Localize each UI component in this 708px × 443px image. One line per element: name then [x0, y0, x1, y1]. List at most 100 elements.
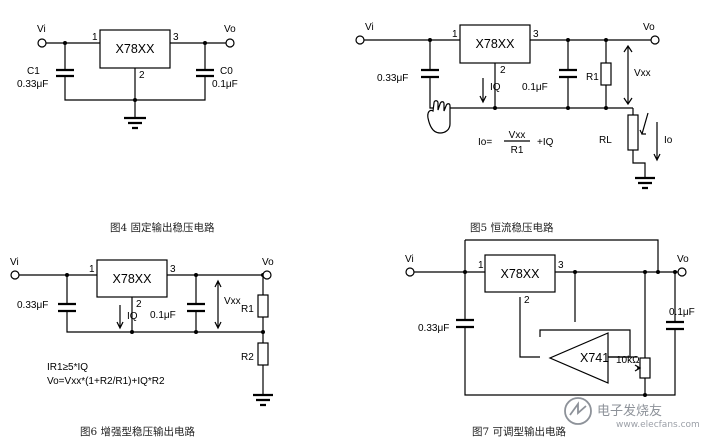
watermark-logo-icon [564, 397, 592, 425]
potentiometer [639, 357, 651, 379]
figure-6-enhanced-output-circuit: X78XX 1 3 2 Vi Vo 0.33μF 0.1μF IQ Vxx R1… [10, 257, 274, 407]
ground-symbol [635, 176, 655, 190]
regulator-block [96, 259, 168, 298]
vi-terminal [37, 38, 47, 48]
figure-4-fixed-output-circuit: X78XX 1 3 2 Vi Vo C1 0.33μF C0 0.1μF [17, 24, 238, 130]
formula-lhs: Io= [478, 137, 492, 148]
vo-label: Vo [677, 254, 689, 265]
pin-2-label: 2 [500, 65, 506, 76]
vi-label: Vi [365, 22, 374, 33]
pin-1-label: 1 [92, 32, 98, 43]
pin-3-label: 3 [173, 32, 179, 43]
pin-3-label: 3 [170, 264, 176, 275]
c1-name: C1 [27, 66, 40, 77]
iq-arrow [479, 78, 487, 104]
vo-terminal [225, 38, 235, 48]
input-capacitor [421, 68, 439, 79]
vi-terminal [10, 270, 20, 280]
output-capacitor [187, 302, 205, 313]
figure-7-caption: 图7 可调型输出电路 [472, 425, 567, 438]
output-capacitor [559, 68, 577, 79]
vo-label: Vo [643, 22, 655, 33]
output-cap-value: 0.1μF [669, 307, 695, 318]
watermark-url: www.elecfans.com [616, 420, 700, 430]
pin-3-label: 3 [533, 29, 539, 40]
vo-label: Vo [224, 24, 236, 35]
pin-2-label: 2 [524, 295, 530, 306]
watermark: 电子发烧友 www.elecfans.com [564, 397, 700, 430]
regulator-block [484, 254, 556, 293]
input-cap-value: 0.33μF [377, 73, 408, 84]
ground-symbol [253, 393, 273, 407]
input-capacitor [456, 318, 474, 329]
watermark-text: 电子发烧友 [597, 403, 662, 419]
hand-cursor-icon [427, 100, 451, 134]
output-cap-value: 0.1μF [522, 82, 548, 93]
rl-label: RL [599, 135, 612, 146]
equation-1: IR1≥5*IQ [47, 362, 88, 373]
vxx-label: Vxx [634, 68, 651, 79]
iq-label: IQ [490, 82, 501, 93]
rl-load-resistor [627, 114, 639, 151]
regulator-label: X78XX [113, 272, 153, 286]
formula-rhs: +IQ [537, 137, 554, 148]
vo-terminal [262, 270, 272, 280]
output-cap-value: 0.1μF [150, 310, 176, 321]
c1-value: 0.33μF [17, 79, 48, 90]
pot-wiper-arrow [634, 364, 642, 372]
r1-label: R1 [241, 304, 254, 315]
output-capacitor [666, 320, 684, 331]
vxx-label: Vxx [224, 296, 241, 307]
figure-4-caption: 图4 固定输出稳压电路 [110, 221, 215, 234]
regulator-label: X78XX [116, 42, 156, 56]
input-cap-value: 0.33μF [17, 300, 48, 311]
c0-value: 0.1μF [212, 79, 238, 90]
regulator-block [99, 29, 171, 69]
vo-label: Vo [262, 257, 274, 268]
ground-symbol [124, 116, 146, 130]
r1-resistor [600, 62, 612, 86]
io-arrow [653, 122, 661, 162]
figure-5-caption: 图5 恒流稳压电路 [470, 221, 554, 234]
opamp-triangle [548, 332, 609, 384]
figure-7-adjustable-output-circuit: X78XX 1 3 2 X741 Vi Vo 0.33μF 0.1μF 10kΩ [405, 239, 695, 397]
rl-wiper-arrow [639, 112, 649, 135]
r1-label: R1 [586, 72, 599, 83]
r1-resistor [257, 294, 269, 318]
vi-terminal [355, 35, 365, 45]
pin-1-label: 1 [89, 264, 95, 275]
regulator-block [459, 24, 531, 64]
formula-numerator: Vxx [509, 130, 526, 141]
figure-5-constant-current-circuit: X78XX 1 3 2 Vi Vo 0.33μF 0.1μF R1 Vxx IQ… [355, 22, 673, 190]
io-label: Io [664, 135, 673, 146]
input-capacitor [58, 302, 76, 313]
iq-arrow [116, 305, 124, 330]
formula-denominator: R1 [511, 145, 524, 156]
pin-1-label: 1 [452, 29, 458, 40]
pin-1-label: 1 [478, 260, 484, 271]
iq-label: IQ [127, 311, 138, 322]
pin-2-label: 2 [139, 70, 145, 81]
r2-resistor [257, 342, 269, 366]
vo-terminal [650, 35, 660, 45]
c0-capacitor [196, 68, 214, 78]
pin-2-label: 2 [136, 299, 142, 310]
vi-terminal [405, 267, 415, 277]
vi-label: Vi [10, 257, 19, 268]
equation-2: Vo=Vxx*(1+R2/R1)+IQ*R2 [47, 376, 165, 387]
vxx-arrow [214, 279, 222, 330]
r2-label: R2 [241, 352, 254, 363]
regulator-label: X78XX [501, 267, 541, 281]
c1-capacitor [56, 68, 74, 78]
regulator-label: X78XX [476, 37, 516, 51]
pin-3-label: 3 [558, 260, 564, 271]
input-cap-value: 0.33μF [418, 323, 449, 334]
vi-label: Vi [405, 254, 414, 265]
vxx-arrow [623, 44, 633, 106]
pot-value-label: 10kΩ [616, 355, 640, 366]
figure-6-caption: 图6 增强型稳压输出电路 [80, 425, 196, 438]
vi-label: Vi [37, 24, 46, 35]
c0-name: C0 [220, 66, 233, 77]
opamp-label: X741 [580, 351, 609, 365]
